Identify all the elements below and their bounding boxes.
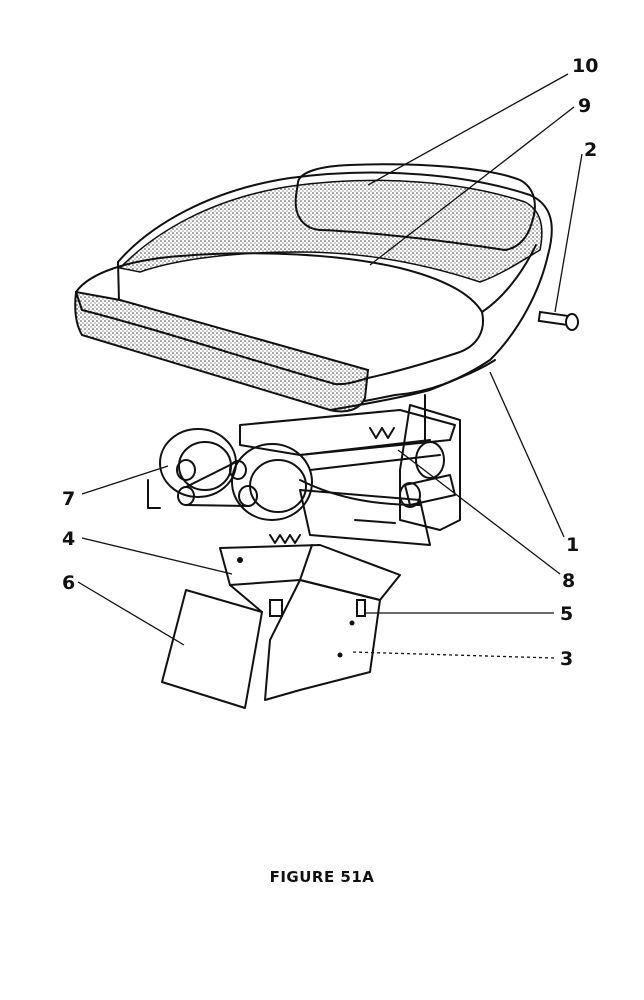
- seat-pan: [74, 163, 553, 413]
- cover-flap: [161, 584, 263, 709]
- suspension-mechanism: [147, 394, 461, 546]
- callout-1: 1: [566, 534, 579, 556]
- callout-5: 5: [560, 603, 573, 625]
- callout-9: 9: [578, 95, 591, 117]
- callout-4: 4: [62, 528, 75, 550]
- callout-labels: 10 9 2 1 8 7 4 6 5 3: [62, 55, 598, 670]
- callout-8: 8: [562, 570, 575, 592]
- base-bracket: [219, 544, 401, 701]
- callout-7: 7: [62, 488, 75, 510]
- leader-lines: [77, 73, 583, 659]
- callout-2: 2: [584, 139, 597, 161]
- callout-10: 10: [572, 55, 598, 77]
- figure-caption: FIGURE 51A: [269, 868, 375, 886]
- seat-bolt: [537, 310, 579, 331]
- callout-6: 6: [62, 572, 75, 594]
- callout-3: 3: [560, 648, 573, 670]
